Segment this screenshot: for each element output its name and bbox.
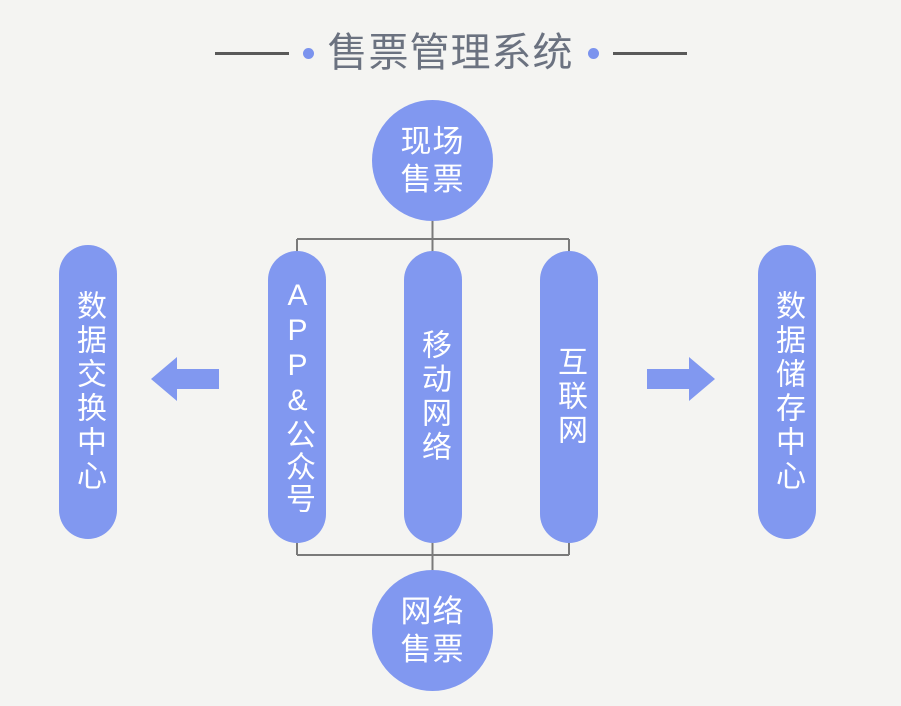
page-title: 售票管理系统 [327, 31, 574, 75]
title-rule-right [612, 51, 687, 55]
node-online-ticketing-line2: 售票 [400, 631, 465, 667]
node-data-storage-center[interactable]: 数据储存中心 [758, 245, 816, 539]
node-data-storage-center-label: 数据储存中心 [771, 290, 804, 494]
arrow-right-icon [647, 357, 715, 401]
node-internet[interactable]: 互联网 [540, 251, 598, 543]
node-internet-label: 互联网 [553, 346, 586, 448]
node-mobile-network[interactable]: 移动网络 [404, 251, 462, 543]
title-rule-left [214, 51, 289, 55]
node-mobile-network-label: 移动网络 [417, 329, 450, 465]
node-online-ticketing[interactable]: 网络 售票 [372, 570, 493, 691]
node-onsite-ticketing-line2: 售票 [400, 161, 465, 197]
node-app-official-account[interactable]: APP&公众号 [268, 251, 326, 543]
bullet-dot-left-icon [302, 47, 314, 59]
bullet-dot-right-icon [587, 47, 599, 59]
node-data-exchange-center[interactable]: 数据交换中心 [59, 245, 117, 539]
node-onsite-ticketing[interactable]: 现场 售票 [372, 100, 493, 221]
node-online-ticketing-line1: 网络 [400, 593, 465, 629]
arrow-left-icon [151, 357, 219, 401]
node-data-exchange-center-label: 数据交换中心 [72, 290, 105, 494]
node-onsite-ticketing-line1: 现场 [400, 123, 465, 159]
node-app-official-account-label: APP&公众号 [281, 279, 314, 515]
page-title-bar: 售票管理系统 [0, 22, 901, 84]
